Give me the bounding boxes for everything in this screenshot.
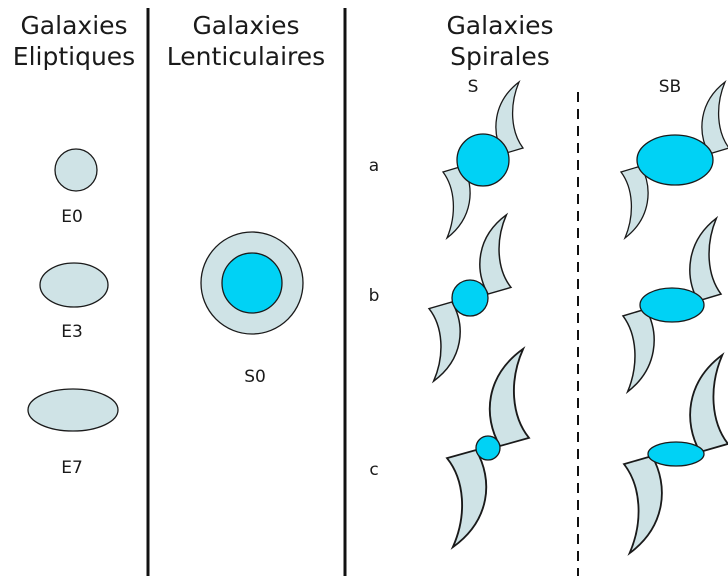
galaxy-label-s0: S0: [244, 367, 266, 387]
galaxy-label-e0: E0: [61, 207, 83, 227]
galaxy-sa: [442, 81, 524, 239]
lenticular-column-title: Galaxies Lenticulaires: [148, 10, 344, 72]
spiral-title-line2: Spirales: [450, 42, 550, 71]
galaxy-sba: [620, 81, 728, 239]
spiral-row-label-b: b: [368, 286, 380, 306]
spiral-row-label-c: c: [369, 460, 379, 480]
lenticular-title-line2: Lenticulaires: [166, 42, 326, 71]
galaxy-s0: [200, 231, 304, 335]
spiral-row-label-a: a: [368, 156, 380, 176]
spiral-column-title: Galaxies Spirales: [430, 10, 570, 72]
spiral-normal-label: S: [467, 77, 479, 97]
galaxy-sb-normal: [428, 214, 512, 382]
elliptical-title-line2: Eliptiques: [12, 42, 136, 71]
galaxy-sbc: [623, 353, 728, 555]
galaxy-sc: [446, 347, 530, 549]
elliptical-title-line1: Galaxies: [20, 11, 128, 40]
spiral-title-line1: Galaxies: [446, 11, 554, 40]
galaxy-label-e3: E3: [61, 322, 83, 342]
elliptical-column-title: Galaxies Eliptiques: [0, 10, 148, 72]
galaxy-e3: [39, 262, 109, 308]
galaxy-label-e7: E7: [61, 458, 83, 478]
galaxy-e0: [54, 148, 98, 192]
galaxy-sbb: [622, 217, 722, 393]
galaxy-e7: [27, 388, 119, 432]
spiral-barred-label: SB: [658, 77, 682, 97]
lenticular-title-line1: Galaxies: [192, 11, 300, 40]
